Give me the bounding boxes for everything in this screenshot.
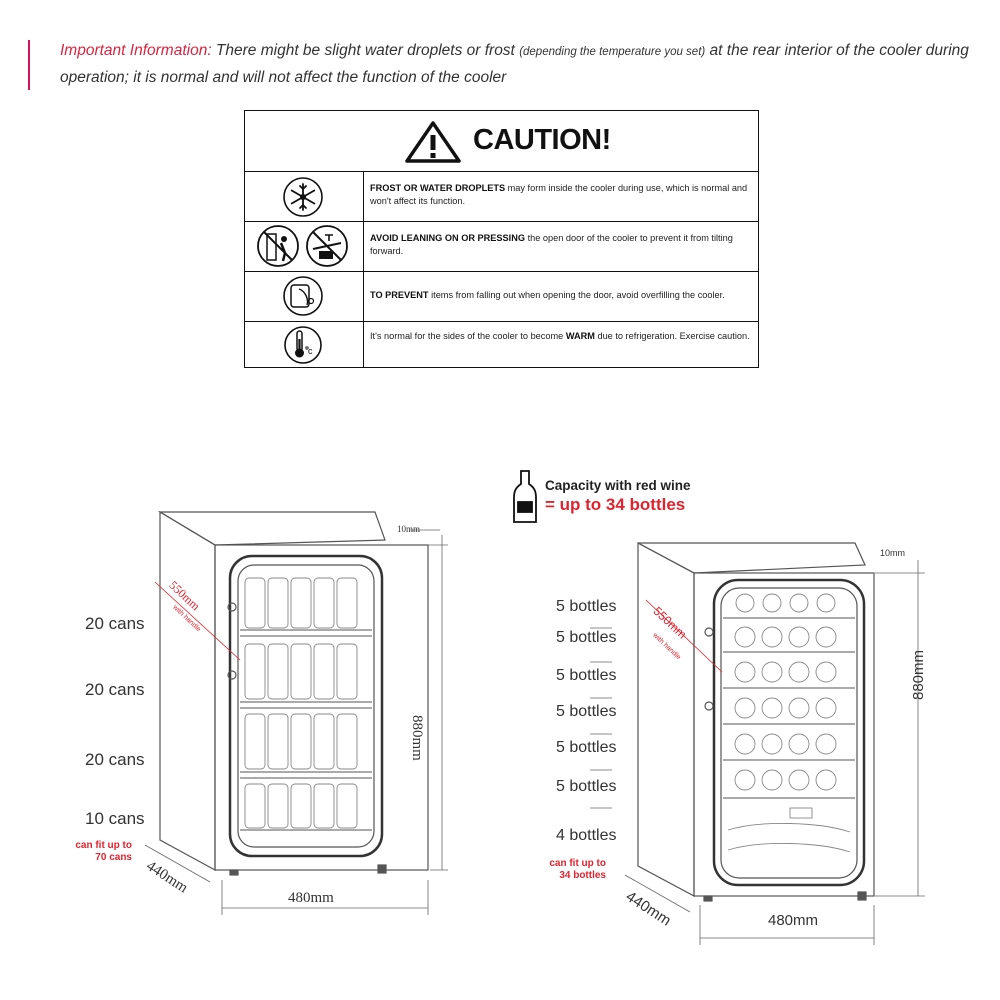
can-capacity-note: can fit up to 70 cans: [62, 840, 132, 864]
caution-rest: the open door of the cooler to prevent i…: [370, 233, 733, 256]
caution-icon-cell: c: [245, 321, 364, 367]
wine-shelf-label: 5 bottles: [556, 667, 617, 684]
info-paragraph: Important Information: There might be sl…: [60, 38, 970, 91]
wine-shelf-label: 5 bottles: [556, 778, 617, 795]
caution-row-overfill: TO PREVENT items from falling out when o…: [245, 271, 758, 322]
wine-shelf-label: 5 bottles: [556, 629, 617, 646]
caution-bold: TO PREVENT: [370, 290, 429, 300]
caution-icon-cell: [245, 271, 364, 321]
snowflake-icon: [283, 177, 323, 217]
caution-icon-cell: [245, 221, 364, 271]
caution-icon-cell: [245, 171, 364, 221]
can-shelf-label: 20 cans: [85, 750, 145, 769]
width-dimension: 480mm: [768, 912, 819, 929]
caution-pre: It's normal for the sides of the cooler …: [370, 331, 566, 341]
caution-rest: due to refrigeration. Exercise caution.: [594, 331, 750, 341]
caution-row-leaning: AVOID LEANING ON OR PRESSING the open do…: [245, 221, 758, 272]
caution-bold: AVOID LEANING ON OR PRESSING: [370, 233, 526, 243]
top-gap-dimension: 10mm: [880, 548, 906, 558]
caution-text-leaning: AVOID LEANING ON OR PRESSING the open do…: [370, 232, 752, 258]
caution-bold: WARM: [565, 331, 595, 341]
caution-rest: items from falling out when opening the …: [428, 290, 725, 300]
wine-shelf-label: 5 bottles: [556, 598, 617, 615]
no-leaning-icon: [257, 225, 348, 267]
info-lead: Important Information:: [60, 42, 212, 59]
important-information: Important Information: There might be sl…: [28, 38, 973, 90]
warning-triangle-icon: [405, 121, 461, 163]
wine-shelf-label: 5 bottles: [556, 739, 617, 756]
caution-title: CAUTION!: [473, 124, 611, 156]
accent-bar: [28, 40, 30, 90]
caution-row-warm: c It's normal for the sides of the coole…: [245, 321, 758, 367]
wine-capacity-note: can fit up to 34 bottles: [534, 858, 606, 882]
width-dimension: 480mm: [288, 890, 334, 906]
info-text-2: at the rear interior of the cooler durin…: [60, 42, 969, 86]
can-shelf-label: 20 cans: [85, 680, 145, 699]
capacity-callout: Capacity with red wine = up to 34 bottle…: [545, 478, 691, 515]
info-text-small: (depending the temperature you set): [519, 46, 706, 58]
note-line: can fit up to: [549, 858, 606, 869]
note-line: 70 cans: [95, 852, 132, 863]
overfill-icon: [283, 276, 323, 316]
capacity-line-2: = up to 34 bottles: [545, 495, 686, 514]
height-dimension: 880mm: [910, 649, 927, 700]
note-line: 34 bottles: [559, 870, 606, 881]
caution-text-frost: FROST OR WATER DROPLETS may form inside …: [370, 182, 752, 208]
caution-table: CAUTION! FROST OR WATER DROPLETS may for…: [244, 110, 759, 368]
wine-shelf-label: 4 bottles: [556, 827, 617, 844]
caution-bold: FROST OR WATER DROPLETS: [370, 183, 506, 193]
wine-bottle-icon: [513, 470, 537, 523]
caution-text-overfill: TO PREVENT items from falling out when o…: [370, 289, 752, 302]
celsius-glyph: c: [308, 346, 313, 356]
note-line: can fit up to: [75, 840, 132, 851]
can-shelf-label: 20 cans: [85, 614, 145, 633]
caution-row-frost: FROST OR WATER DROPLETS may form inside …: [245, 171, 758, 222]
top-gap-dimension: 10mm: [397, 524, 421, 534]
caution-header: CAUTION!: [245, 111, 758, 172]
caution-text-warm: It's normal for the sides of the cooler …: [370, 330, 752, 343]
caution-rest: may form inside the cooler during use, w…: [370, 183, 748, 206]
wine-shelf-label: 5 bottles: [556, 703, 617, 720]
capacity-line-1: Capacity with red wine: [545, 478, 691, 493]
info-text-1: There might be slight water droplets or …: [211, 42, 520, 59]
thermometer-icon: [284, 326, 322, 364]
can-shelf-label: 10 cans: [85, 809, 145, 828]
